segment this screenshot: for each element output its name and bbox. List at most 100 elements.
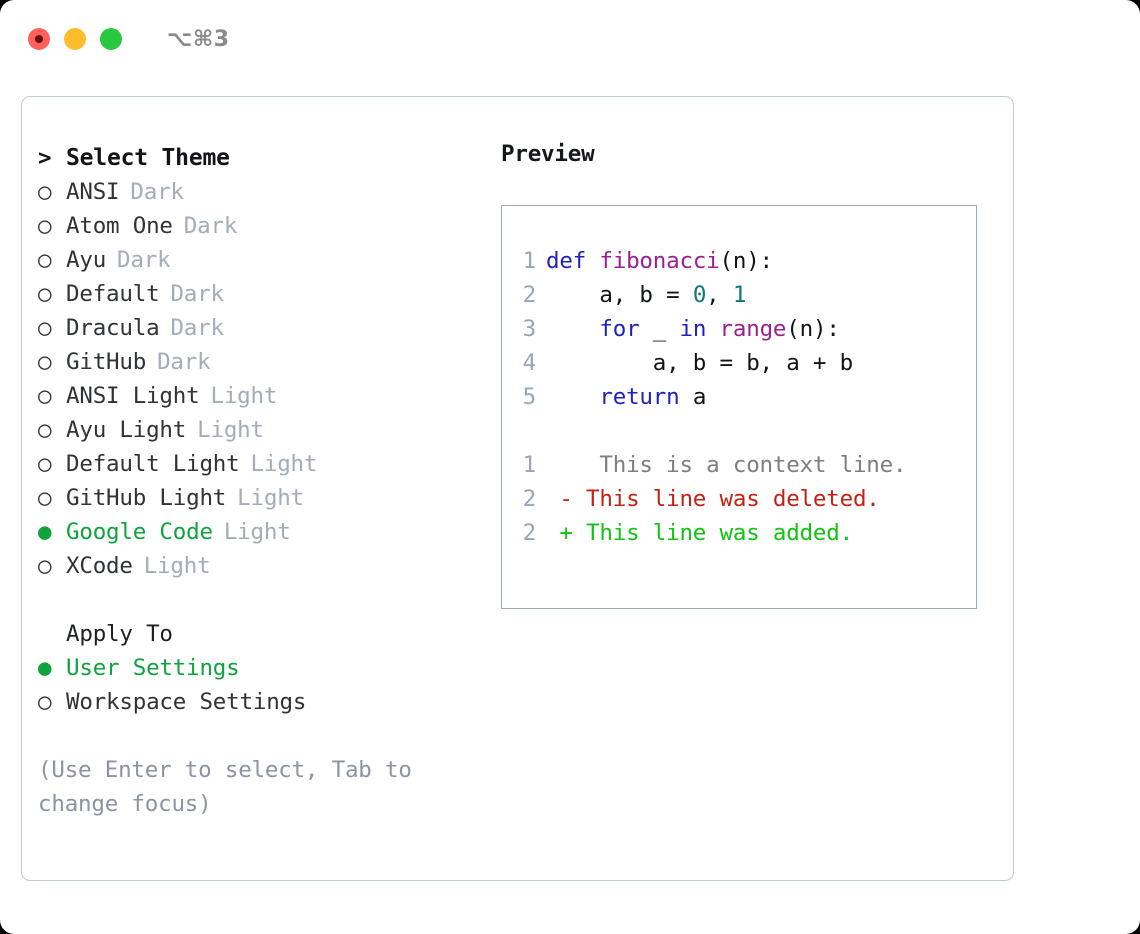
theme-name: Default Light (66, 451, 240, 477)
radio-unselected-icon: ○ (38, 553, 52, 579)
theme-name: Default (66, 281, 160, 307)
code-line: 3 for _ in range(n): (502, 312, 976, 346)
code-token: 0 (692, 282, 707, 308)
code-line: 2 a, b = 0, 1 (502, 278, 976, 312)
radio-unselected-icon: ○ (38, 485, 52, 511)
line-number: 2 (522, 520, 537, 546)
theme-name: ANSI Light (66, 383, 200, 409)
line-number: 1 (522, 248, 537, 274)
theme-list-item[interactable]: ○ Default Light Light (38, 447, 498, 481)
radio-unselected-icon: ○ (38, 179, 52, 205)
radio-unselected-icon: ○ (38, 213, 52, 239)
keyboard-shortcut-label: ⌥⌘3 (167, 26, 230, 52)
theme-variant-badge: Dark (117, 247, 171, 273)
line-number: 3 (522, 316, 537, 342)
theme-name: Atom One (66, 213, 173, 239)
line-number: 4 (522, 350, 537, 376)
diff-line: 1 This is a context line. (502, 448, 976, 482)
line-number: 2 (522, 282, 537, 308)
code-token: a, b = b, a + b (546, 350, 853, 376)
theme-list-item[interactable]: ○ Ayu Dark (38, 243, 498, 277)
theme-variant-badge: Light (223, 519, 291, 545)
code-token: in (679, 316, 707, 342)
theme-list-item[interactable]: ○ Dracula Dark (38, 311, 498, 345)
apply-to-header: Apply To (66, 621, 173, 647)
code-token: _ (639, 316, 680, 342)
line-number: 2 (522, 486, 537, 512)
theme-variant-badge: Light (250, 451, 318, 477)
select-theme-title: Select Theme (66, 145, 230, 171)
apply-to-option[interactable]: ●User Settings (38, 651, 498, 685)
prompt-caret-icon: > (38, 145, 52, 171)
theme-variant-badge: Dark (130, 179, 184, 205)
radio-selected-icon: ● (38, 655, 52, 681)
theme-list-item[interactable]: ○ ANSI Dark (38, 175, 498, 209)
apply-to-option-label: Workspace Settings (66, 689, 307, 715)
line-number: 1 (522, 452, 537, 478)
code-token: return (599, 384, 680, 410)
code-token: for (599, 316, 640, 342)
code-token: a (679, 384, 707, 410)
radio-unselected-icon: ○ (38, 451, 52, 477)
diff-line: 2 - This line was deleted. (502, 482, 976, 516)
code-token (546, 384, 599, 410)
apply-to-section: Apply To ●User Settings ○ Workspace Settin… (38, 617, 498, 719)
radio-selected-icon: ● (38, 519, 52, 545)
theme-name: ANSI (66, 179, 120, 205)
theme-variant-badge: Dark (157, 349, 211, 375)
code-token: (n): (719, 248, 774, 274)
code-token: , (706, 282, 733, 308)
code-token: a, b = (546, 282, 693, 308)
diff-line: 2 + This line was added. (502, 516, 976, 550)
diff-line-text: + This line was added. (546, 520, 853, 546)
line-number: 5 (522, 384, 537, 410)
code-token: 1 (732, 282, 747, 308)
traffic-lights (28, 28, 122, 50)
theme-list-item[interactable]: ○ Atom One Dark (38, 209, 498, 243)
radio-unselected-icon: ○ (38, 247, 52, 273)
maximize-window-button[interactable] (100, 28, 122, 50)
apply-to-option[interactable]: ○ Workspace Settings (38, 685, 498, 719)
theme-name: GitHub (66, 349, 147, 375)
diff-line-text: - This line was deleted. (546, 486, 880, 512)
theme-list-item[interactable]: ● Google Code Light (38, 515, 498, 549)
theme-name: Dracula (66, 315, 160, 341)
theme-name: Ayu (66, 247, 107, 273)
theme-name: Ayu Light (66, 417, 187, 443)
theme-variant-badge: Light (210, 383, 278, 409)
minimize-window-button[interactable] (64, 28, 86, 50)
theme-list-item[interactable]: ○ Default Dark (38, 277, 498, 311)
code-token (706, 316, 719, 342)
keyboard-hint-text: (Use Enter to select, Tab to change focu… (38, 757, 412, 817)
code-line: 5 return a (502, 380, 976, 414)
theme-variant-badge: Light (237, 485, 304, 511)
select-theme-header: > Select Theme (38, 141, 498, 175)
code-token: fibonacci (599, 248, 720, 274)
close-window-button[interactable] (28, 28, 50, 50)
diff-sample: 1 This is a context line.2 - This line w… (502, 448, 976, 550)
theme-variant-badge: Dark (170, 315, 224, 341)
theme-name: XCode (66, 553, 133, 579)
radio-unselected-icon: ○ (38, 689, 52, 715)
window-titlebar: ⌥⌘3 (0, 0, 1140, 78)
theme-variant-badge: Dark (183, 213, 238, 239)
theme-name: Google Code (66, 519, 213, 545)
theme-variant-badge: Dark (170, 281, 224, 307)
code-line: 4 a, b = b, a + b (502, 346, 976, 380)
radio-unselected-icon: ○ (38, 315, 52, 341)
code-token: (n): (786, 316, 840, 342)
code-token: range (719, 316, 787, 342)
radio-unselected-icon: ○ (38, 281, 52, 307)
